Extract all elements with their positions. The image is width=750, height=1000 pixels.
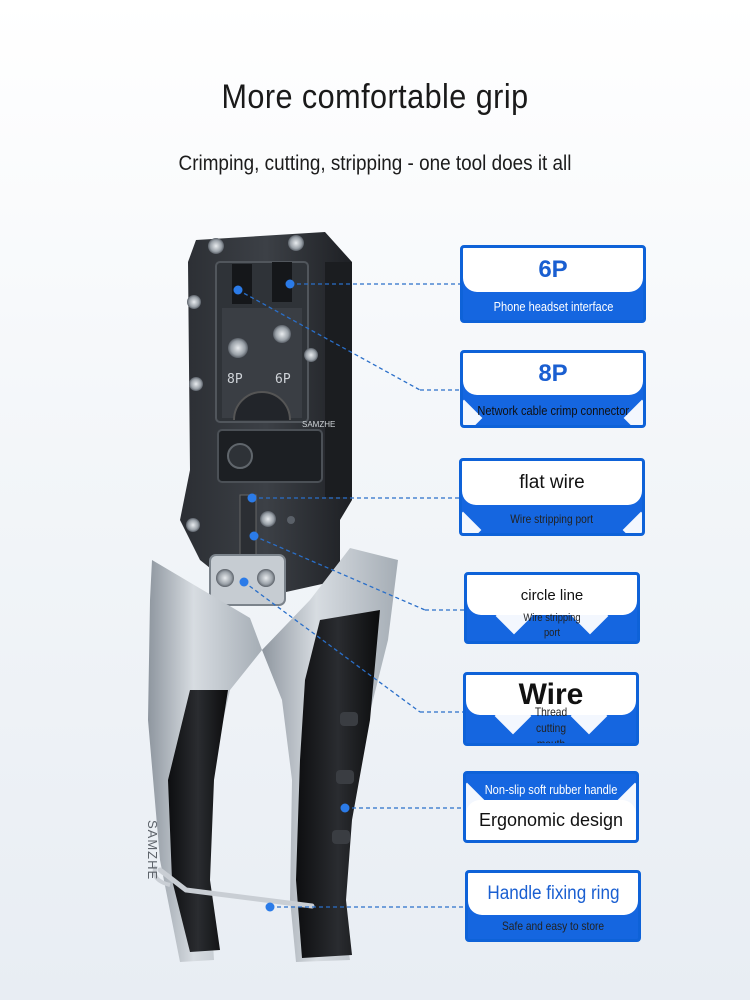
callout-8p: 8P Network cable crimp connector: [460, 350, 646, 428]
page-title: More comfortable grip: [221, 78, 529, 116]
callout-title: 6P: [538, 256, 568, 283]
callout-subtitle: Network cable crimp connector: [477, 402, 629, 418]
callout-wire: Wire Thread cutting mouth: [463, 672, 639, 746]
callout-title: circle line: [520, 586, 584, 604]
screw: [257, 569, 275, 587]
fixing-ring-hook: [152, 865, 171, 887]
die-pin-2: [273, 325, 291, 343]
callout-title: 8P: [538, 360, 568, 387]
right-handle-rubber: [296, 610, 380, 958]
callout-dot: [265, 902, 275, 912]
callout-subtitle: Phone headset interface: [493, 298, 613, 314]
callout-subtitle: Safe and easy to store: [501, 919, 605, 933]
callout-circle-line: circle line Wire stripping port: [464, 572, 640, 644]
callout-dot: [249, 531, 259, 541]
grip-ridge: [336, 770, 354, 784]
callout-title: flat wire: [519, 472, 585, 493]
brand-handle-text: SAMZHE: [145, 820, 160, 881]
screw: [304, 348, 318, 362]
screw: [208, 238, 224, 254]
screw: [216, 569, 234, 587]
callout-ergonomic: Ergonomic design Non-slip soft rubber ha…: [463, 771, 639, 843]
callout-fixing-ring: Handle fixing ring Safe and easy to stor…: [465, 870, 641, 942]
callout-dot: [233, 285, 243, 295]
die-arc: [233, 391, 291, 421]
cutter-window: [217, 429, 323, 483]
grip-ridge: [332, 830, 350, 844]
callout-dot: [239, 577, 249, 587]
die-6p-slot: [232, 264, 252, 304]
callout-subtitle: Non-slip soft rubber handle: [484, 781, 618, 797]
cutter-knob: [227, 443, 253, 469]
die-8p-slot: [272, 262, 292, 302]
callout-title: Wire: [518, 678, 584, 711]
callout-dot: [285, 279, 295, 289]
page-subtitle: Crimping, cutting, stripping - one tool …: [178, 152, 572, 175]
die-label-8p: 8P: [227, 372, 243, 387]
callout-subtitle: Thread cutting mouth: [534, 705, 568, 746]
callout-dot: [247, 493, 257, 503]
screw: [186, 518, 200, 532]
callout-title: Ergonomic design: [478, 809, 624, 830]
screw: [260, 511, 276, 527]
callout-flat-wire: flat wire Wire stripping port: [459, 458, 645, 536]
die-label-6p: 6P: [275, 372, 291, 387]
fixing-ring: [157, 867, 315, 909]
callout-dot: [340, 803, 350, 813]
screw: [288, 235, 304, 251]
screw: [189, 377, 203, 391]
brand-plate-text: SAMZHE: [302, 420, 336, 429]
screw: [287, 516, 295, 524]
callout-subtitle: Wire stripping port: [510, 512, 594, 526]
callout-title: Handle fixing ring: [486, 883, 620, 904]
grip-ridge: [340, 712, 358, 726]
callout-6p: 6P Phone headset interface: [460, 245, 646, 323]
screw: [187, 295, 201, 309]
head-side-plate: [325, 262, 352, 497]
callout-subtitle: Wire stripping port: [523, 612, 581, 639]
die-pin: [228, 338, 248, 358]
